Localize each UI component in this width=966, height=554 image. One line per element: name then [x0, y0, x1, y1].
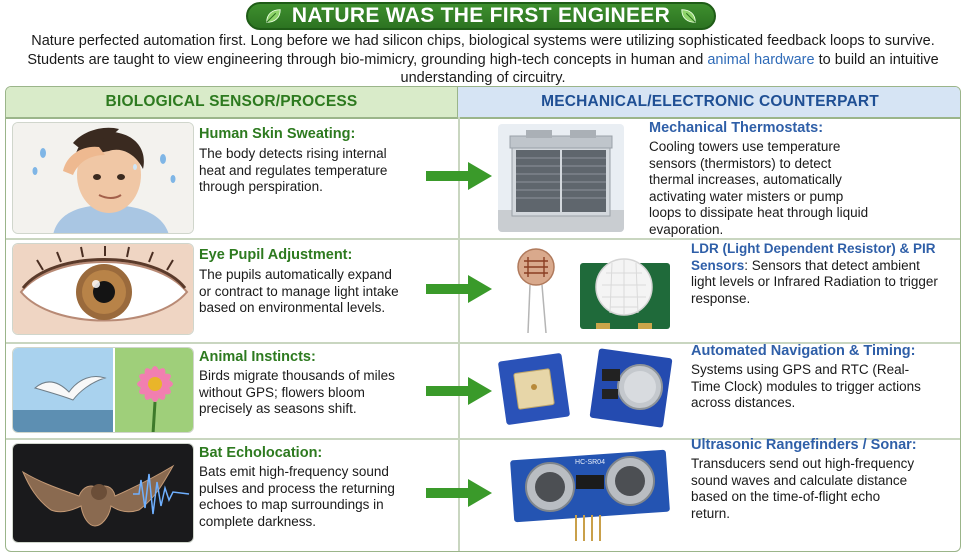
comparison-table: BIOLOGICAL SENSOR/PROCESS MECHANICAL/ELE… — [5, 86, 961, 552]
table-row: Eye Pupil Adjustment: The pupils automat… — [6, 239, 960, 341]
mech-description: Cooling towers use temperature sensors (… — [649, 139, 869, 237]
bio-title: Eye Pupil Adjustment: — [199, 247, 353, 263]
intro-accent: animal hardware — [707, 51, 815, 68]
mech-description: LDR (Light Dependent Resistor) & PIR Sen… — [691, 241, 939, 307]
table-row: Animal Instincts: Birds migrate thousand… — [6, 343, 960, 437]
divider — [6, 238, 960, 240]
ldr-pir-sensor-image — [506, 243, 684, 337]
bio-description: Birds migrate thousands of miles without… — [199, 368, 395, 416]
divider — [458, 117, 460, 551]
bio-description: The pupils automatically expand or contr… — [199, 267, 399, 315]
gps-rtc-module-image — [498, 347, 676, 433]
right-arrow-icon — [426, 479, 492, 507]
bat-echolocation-image — [12, 443, 194, 543]
intro-text-end: to build an intuitive understanding of c… — [400, 51, 939, 87]
bio-description: Bats emit high-frequency sound pulses an… — [199, 464, 395, 529]
bio-title: Human Skin Sweating: — [199, 126, 356, 142]
bio-title: Bat Echolocation: — [199, 445, 323, 461]
mech-title: LDR (Light Dependent Resistor) & PIR Sen… — [691, 241, 936, 273]
table-row: Bat Echolocation: Bats emit high-frequen… — [6, 437, 960, 551]
leaf-icon — [266, 9, 281, 23]
right-arrow-icon — [426, 275, 492, 303]
column-header-mechanical: MECHANICAL/ELECTRONIC COUNTERPART — [458, 87, 960, 117]
divider — [6, 342, 960, 344]
sweating-person-image — [12, 122, 194, 234]
divider — [6, 117, 960, 119]
table-row: Human Skin Sweating: The body detects ri… — [6, 118, 960, 238]
mech-description-text: : Sensors that detect ambient light leve… — [691, 257, 938, 306]
bio-description: The body detects rising internal heat an… — [199, 146, 388, 194]
mech-description: Transducers send out high-frequency soun… — [691, 456, 915, 521]
title-banner: NATURE WAS THE FIRST ENGINEER — [246, 2, 716, 30]
eye-image — [12, 243, 194, 335]
cooling-tower-image — [498, 124, 624, 232]
leaf-icon — [681, 9, 696, 23]
divider — [6, 438, 960, 440]
intro-paragraph: Nature perfected automation first. Long … — [20, 32, 946, 88]
bio-title: Animal Instincts: — [199, 349, 316, 365]
mech-title: Mechanical Thermostats: — [649, 120, 824, 136]
right-arrow-icon — [426, 377, 492, 405]
intro-text: Nature perfected automation first. Long … — [27, 33, 935, 68]
bird-flower-image — [12, 347, 194, 433]
ultrasonic-sensor-image: HC-SR04 — [504, 445, 684, 543]
mech-title: Automated Navigation & Timing: — [691, 343, 916, 359]
page-title: NATURE WAS THE FIRST ENGINEER — [291, 4, 671, 27]
mech-title: Ultrasonic Rangefinders / Sonar: — [691, 437, 917, 453]
mech-description: Systems using GPS and RTC (Real-Time Clo… — [691, 362, 921, 410]
ultrasonic-sensor-label: HC-SR04 — [575, 459, 605, 466]
right-arrow-icon — [426, 162, 492, 190]
column-header-biological: BIOLOGICAL SENSOR/PROCESS — [6, 87, 458, 117]
